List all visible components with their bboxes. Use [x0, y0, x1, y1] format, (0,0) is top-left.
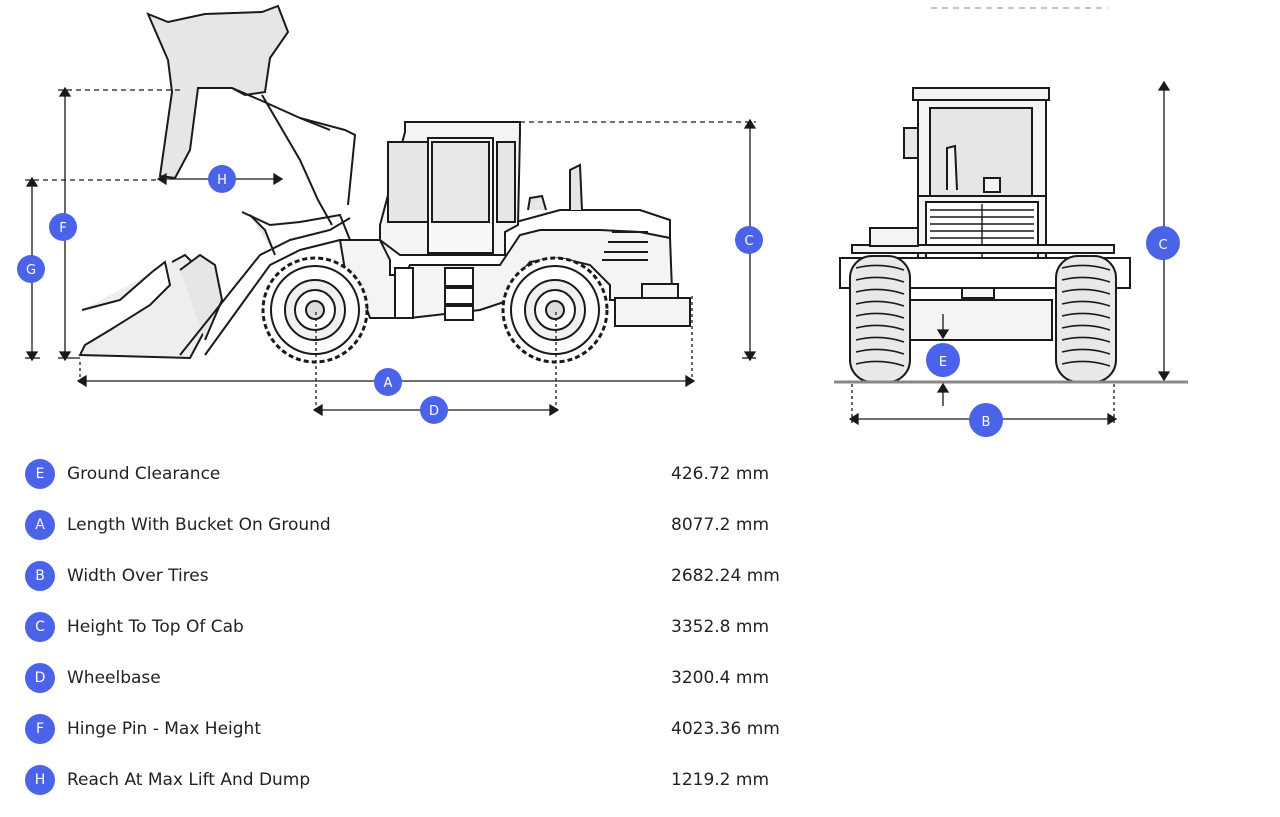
- svg-text:G: G: [26, 263, 36, 278]
- spec-row-width: B Width Over Tires 2682.24 mm: [25, 560, 885, 592]
- side-view-badge-f: F: [49, 213, 77, 241]
- spec-label: Hinge Pin - Max Height: [67, 719, 261, 739]
- svg-text:E: E: [939, 355, 947, 370]
- spec-row-hinge-pin: F Hinge Pin - Max Height 4023.36 mm: [25, 713, 885, 745]
- spec-letter-badge: C: [25, 612, 55, 642]
- spec-letter-badge: B: [25, 561, 55, 591]
- spec-label: Ground Clearance: [67, 464, 221, 484]
- side-view-badge-c: C: [735, 226, 763, 254]
- spec-row-wheelbase: D Wheelbase 3200.4 mm: [25, 662, 885, 694]
- spec-letter-badge: H: [25, 765, 55, 795]
- spec-label: Width Over Tires: [67, 566, 209, 586]
- front-view-badge-e: E: [926, 343, 960, 377]
- svg-text:C: C: [744, 234, 753, 249]
- front-view-loader: [834, 7, 1188, 384]
- svg-text:C: C: [1158, 238, 1167, 253]
- spec-letter-badge: A: [25, 510, 55, 540]
- spec-label: Height To Top Of Cab: [67, 617, 244, 637]
- side-view-loader: [78, 4, 691, 364]
- side-view-badge-a: A: [374, 368, 402, 396]
- spec-value: 3200.4 mm: [671, 668, 770, 688]
- spec-label: Reach At Max Lift And Dump: [67, 770, 311, 790]
- spec-value: 4023.36 mm: [671, 719, 780, 739]
- svg-text:H: H: [217, 173, 227, 188]
- spec-value: 2682.24 mm: [671, 566, 780, 586]
- svg-text:B: B: [982, 415, 991, 430]
- spec-label: Wheelbase: [67, 668, 161, 688]
- spec-letter-badge: E: [25, 459, 55, 489]
- spec-row-length: A Length With Bucket On Ground 8077.2 mm: [25, 509, 885, 541]
- spec-letter-badge: F: [25, 714, 55, 744]
- side-view-badge-h: H: [208, 165, 236, 193]
- loader-dimension-diagram: H F G C A D C E B: [17, 4, 1188, 437]
- spec-value: 1219.2 mm: [671, 770, 770, 790]
- spec-letter-badge: D: [25, 663, 55, 693]
- side-view-badge-d: D: [420, 396, 448, 424]
- spec-row-reach: H Reach At Max Lift And Dump 1219.2 mm: [25, 764, 885, 796]
- spec-row-ground-clearance: E Ground Clearance 426.72 mm: [25, 458, 885, 490]
- spec-row-height: C Height To Top Of Cab 3352.8 mm: [25, 611, 885, 643]
- svg-text:F: F: [59, 221, 66, 236]
- side-view-badge-g: G: [17, 255, 45, 283]
- front-view-badge-c: C: [1146, 226, 1180, 260]
- front-view-badge-b: B: [969, 403, 1003, 437]
- spec-value: 8077.2 mm: [671, 515, 770, 535]
- svg-text:D: D: [429, 404, 439, 419]
- spec-label: Length With Bucket On Ground: [67, 515, 331, 535]
- svg-text:A: A: [384, 376, 393, 391]
- spec-value: 3352.8 mm: [671, 617, 770, 637]
- spec-value: 426.72 mm: [671, 464, 770, 484]
